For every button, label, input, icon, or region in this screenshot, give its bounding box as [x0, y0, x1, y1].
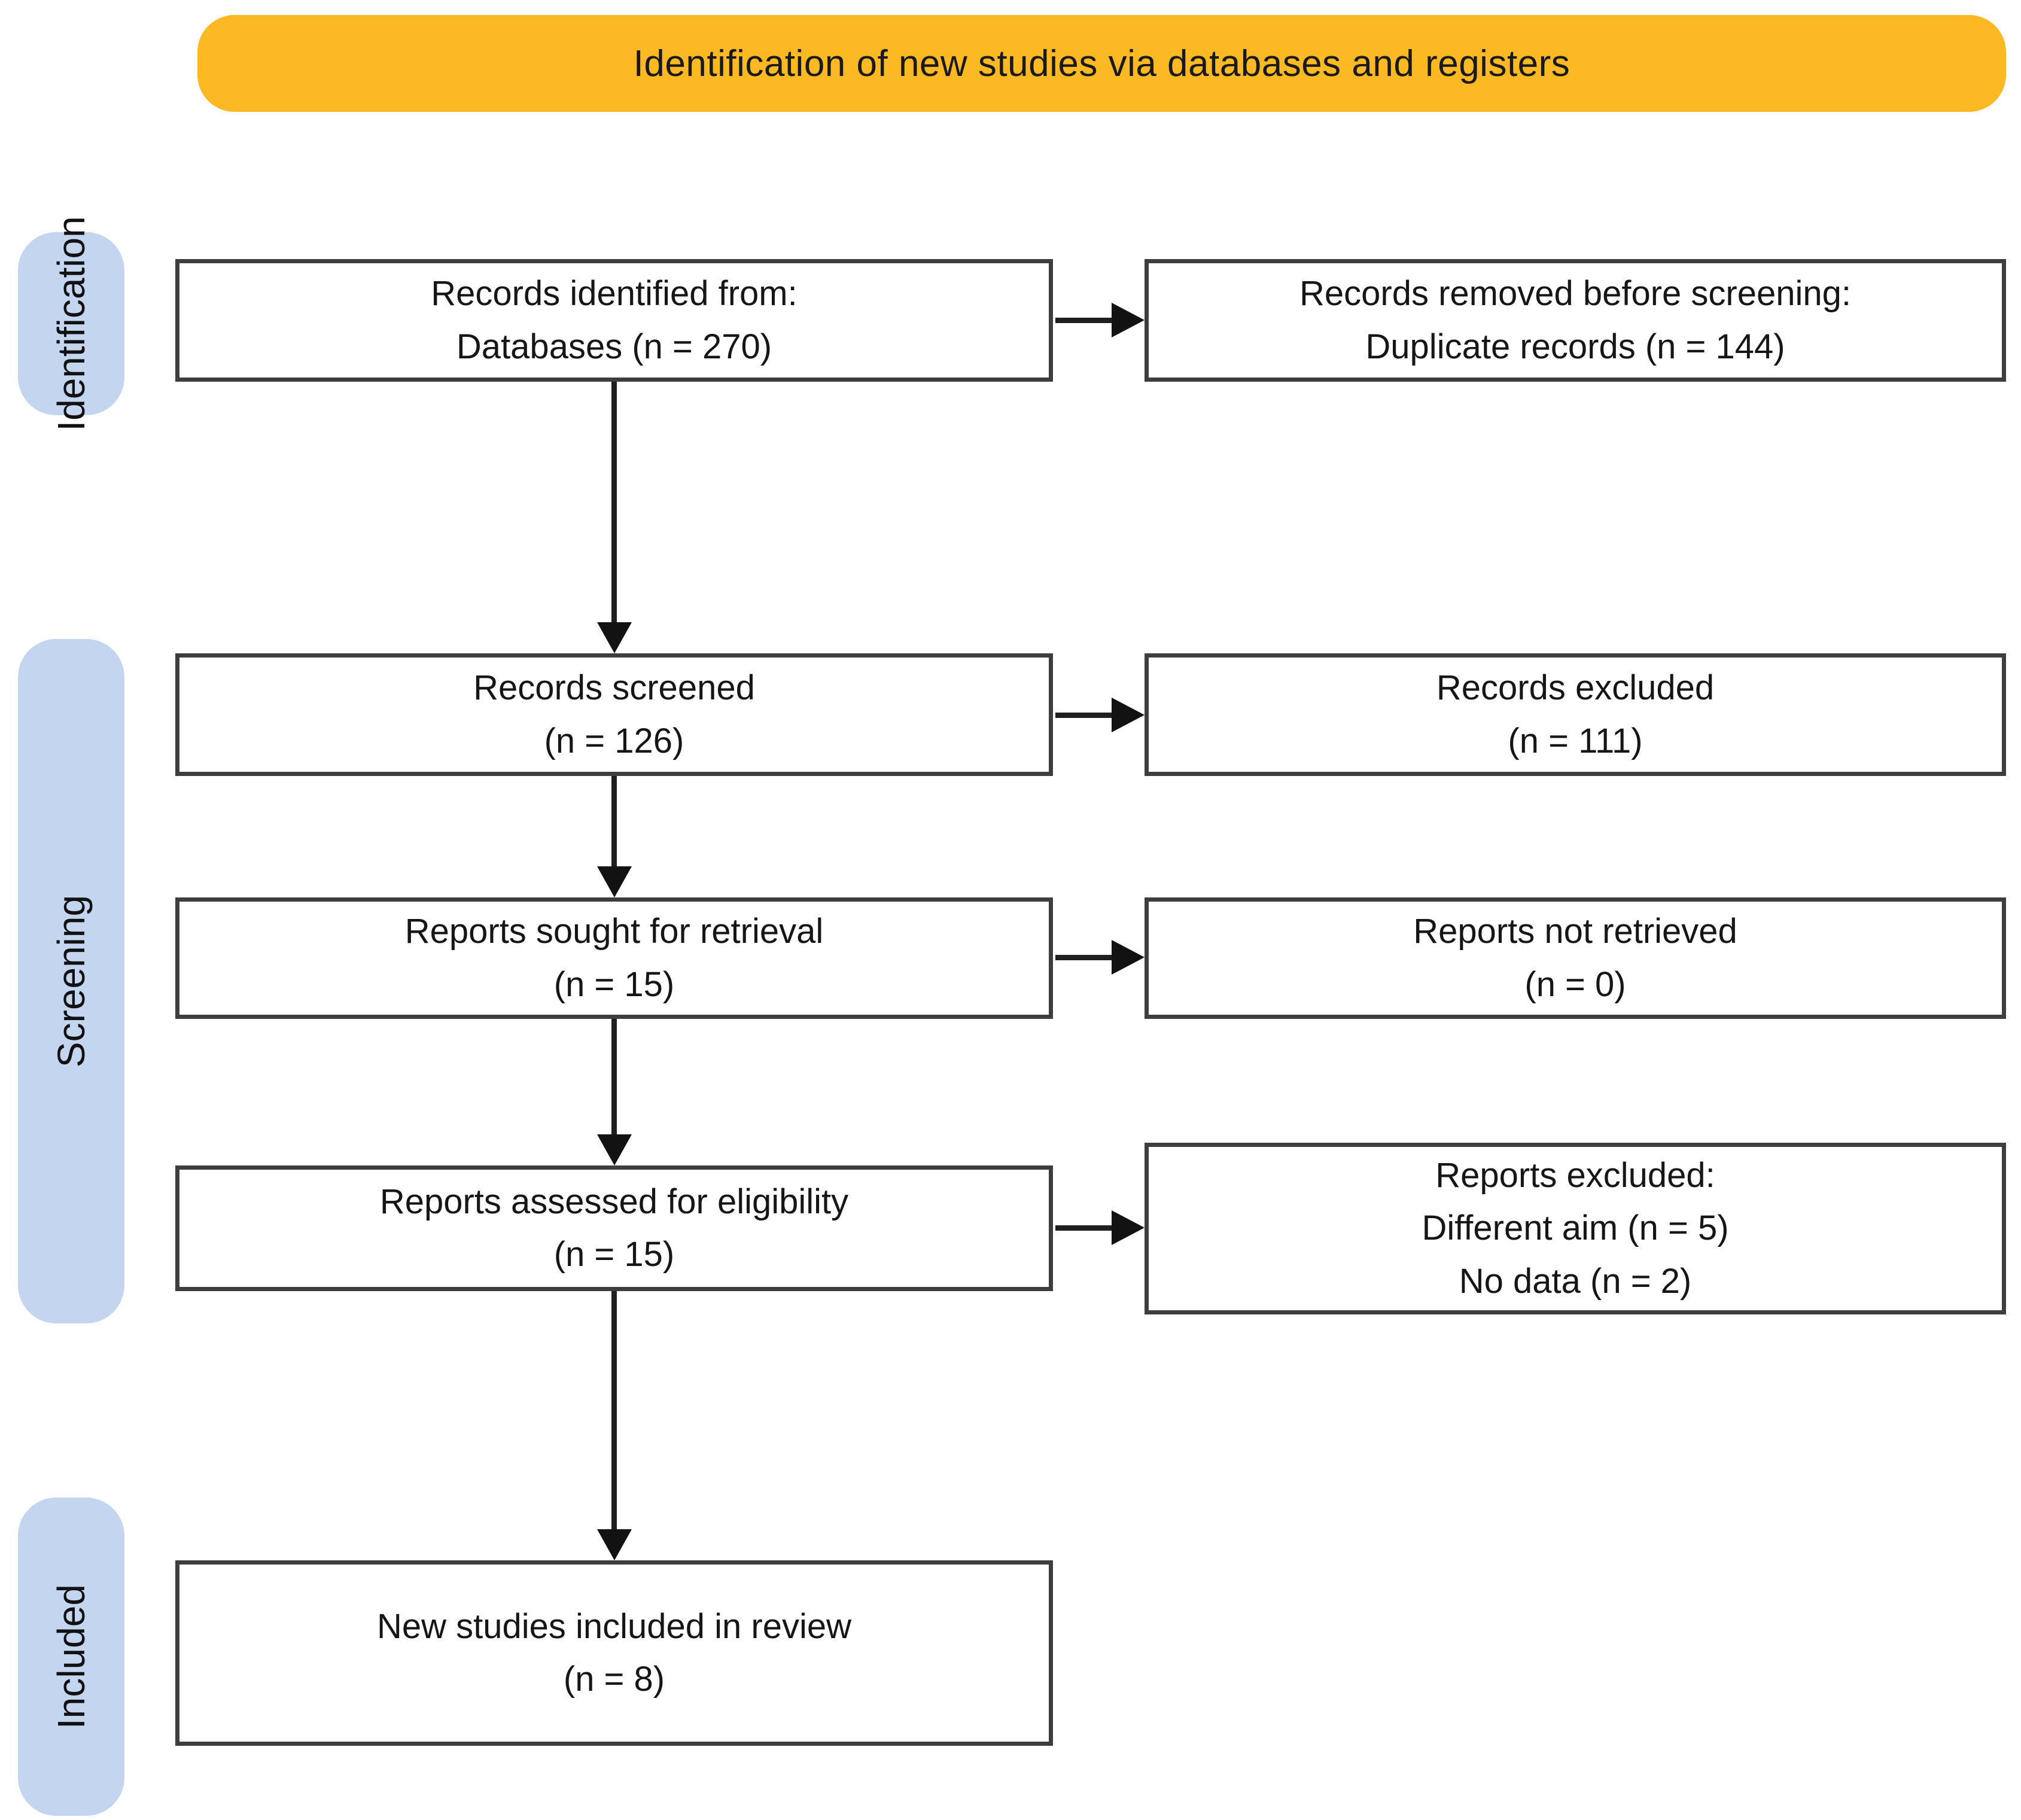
arrowhead-right-icon: [1112, 940, 1145, 975]
arrow-sought-to-assessed: [611, 1019, 617, 1137]
box-line: New studies included in review: [376, 1606, 852, 1646]
arrowhead-down-icon: [597, 622, 632, 653]
box-line: Records removed before screening:: [1299, 274, 1852, 314]
box-line: Duplicate records (n = 144): [1365, 327, 1785, 366]
box-new-studies-included: New studies included in review (n = 8): [175, 1560, 1053, 1746]
arrowhead-down-icon: [597, 1134, 632, 1165]
arrow-assessed-to-excluded: [1055, 1225, 1115, 1231]
arrow-identified-to-screened: [611, 382, 617, 625]
box-line: Records identified from:: [431, 274, 798, 314]
stage-pill-identification: Identification: [18, 216, 124, 431]
stage-pill-identification-label: Identification: [50, 216, 93, 431]
arrow-sought-to-not-retrieved: [1055, 955, 1115, 960]
stage-pill-screening-label: Screening: [50, 894, 93, 1068]
arrowhead-right-icon: [1112, 1210, 1145, 1245]
box-line: (n = 111): [1508, 721, 1643, 760]
box-reports-sought: Reports sought for retrieval (n = 15): [175, 897, 1053, 1019]
stage-pill-included-label: Included: [50, 1584, 93, 1729]
box-line: Reports sought for retrieval: [404, 912, 824, 951]
arrow-assessed-to-included: [611, 1291, 617, 1532]
box-records-removed: Records removed before screening: Duplic…: [1145, 259, 2006, 382]
box-line: (n = 15): [553, 1235, 675, 1274]
box-line: (n = 126): [544, 721, 684, 760]
header-banner-label: Identification of new studies via databa…: [633, 42, 1570, 84]
box-line: Records excluded: [1436, 668, 1715, 708]
arrowhead-down-icon: [597, 1529, 632, 1560]
box-records-identified: Records identified from: Databases (n = …: [175, 259, 1053, 382]
box-line: (n = 8): [563, 1660, 665, 1699]
box-records-excluded: Records excluded (n = 111): [1145, 653, 2006, 776]
box-line: Reports assessed for eligibility: [379, 1182, 849, 1221]
box-line: (n = 0): [1524, 964, 1626, 1004]
arrow-screened-to-sought: [611, 776, 617, 869]
box-records-screened: Records screened (n = 126): [175, 653, 1053, 776]
stage-pill-screening: Screening: [18, 639, 124, 1323]
arrowhead-down-icon: [597, 866, 632, 897]
box-line: No data (n = 2): [1459, 1261, 1692, 1301]
arrow-identified-to-removed: [1055, 318, 1115, 323]
box-line: Reports excluded:: [1435, 1156, 1715, 1195]
box-reports-assessed: Reports assessed for eligibility (n = 15…: [175, 1165, 1053, 1291]
box-line: Databases (n = 270): [456, 327, 772, 366]
arrowhead-right-icon: [1112, 698, 1145, 732]
arrowhead-right-icon: [1112, 303, 1145, 337]
box-reports-not-retrieved: Reports not retrieved (n = 0): [1145, 897, 2006, 1019]
box-line: Different aim (n = 5): [1422, 1209, 1729, 1248]
box-line: (n = 15): [553, 964, 675, 1004]
box-line: Records screened: [473, 668, 755, 708]
arrow-screened-to-excluded: [1055, 713, 1115, 718]
header-banner: Identification of new studies via databa…: [197, 15, 2006, 112]
box-reports-excluded: Reports excluded: Different aim (n = 5) …: [1145, 1143, 2006, 1314]
stage-pill-included: Included: [18, 1498, 124, 1816]
box-line: Reports not retrieved: [1413, 912, 1737, 951]
